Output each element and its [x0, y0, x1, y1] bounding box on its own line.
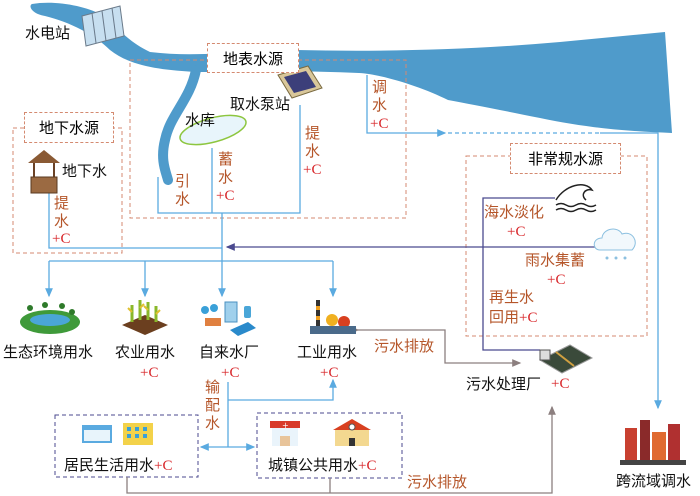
industry-carbon: +C	[320, 365, 339, 381]
rainwater-label: 雨水集蓄	[525, 251, 586, 269]
river-branch	[158, 65, 201, 185]
cross-basin-line	[600, 132, 662, 410]
hydropower-label: 水电站	[25, 24, 71, 42]
divert-label: 引水	[175, 172, 191, 208]
public-label-text: 城镇公共用水	[268, 456, 359, 474]
wetland-icon	[20, 302, 80, 334]
resident-label: 居民生活用水+C	[64, 458, 172, 474]
groundwater-label: 地下水	[62, 162, 108, 180]
rainwater-carbon: +C	[547, 272, 566, 288]
city-icon	[620, 420, 686, 465]
reservoir-label: 水库	[185, 111, 216, 129]
rain-cloud-icon	[593, 228, 636, 260]
sea-wave-icon	[555, 184, 597, 213]
sewage-plant-carbon: +C	[551, 376, 570, 392]
agri-water-label: 农业用水	[115, 343, 176, 361]
surface-source-box	[129, 59, 407, 219]
public-carbon: +C	[358, 458, 377, 474]
surface-source-title-text: 地表水源	[222, 49, 283, 68]
ground-lift-carbon: +C	[52, 231, 71, 247]
reuse-carbon: +C	[519, 310, 538, 326]
factory-icon	[310, 300, 356, 334]
domestic-sewage-line	[126, 405, 556, 494]
transfer-carbon: +C	[370, 116, 389, 132]
transfer-line	[366, 75, 447, 137]
reuse-label-text: 回用	[489, 308, 520, 326]
public-label: 城镇公共用水+C	[268, 458, 376, 474]
pipe-to-industry	[228, 378, 337, 401]
store-carbon: +C	[216, 188, 235, 204]
ground-source-title: 地下水源	[24, 112, 114, 143]
unconventional-source-title-text: 非常规水源	[527, 150, 603, 168]
store-label: 蓄水	[218, 150, 234, 186]
domestic-sewage-label: 污水排放	[407, 473, 468, 491]
water-plant-label: 自来水厂	[199, 343, 260, 361]
transfer-label: 调水	[372, 78, 388, 114]
water-plant-icon	[201, 301, 256, 336]
desalination-label: 海水淡化	[484, 203, 545, 221]
industry-sewage-line	[350, 326, 522, 367]
ground-lift-label: 提水	[54, 194, 70, 230]
cross-basin-label: 跨流域调水	[616, 472, 692, 490]
water-plant-carbon: +C	[221, 365, 240, 381]
reuse-label: 回用+C	[489, 310, 537, 326]
svg-text:+: +	[282, 421, 289, 430]
industry-water-label: 工业用水	[297, 343, 358, 361]
ground-source-box	[12, 127, 123, 254]
pump-station-icon	[277, 65, 323, 99]
sewage-plant-icon	[538, 344, 594, 374]
residential-building-icon	[82, 423, 153, 445]
resident-label-text: 居民生活用水	[64, 456, 155, 474]
desalination-carbon: +C	[507, 224, 526, 240]
reclaimed-label: 再生水	[489, 288, 535, 306]
industry-sewage-label: 污水排放	[374, 337, 435, 355]
reservoir-lake	[179, 114, 247, 146]
unconventional-source-box	[465, 155, 648, 337]
farmland-icon	[122, 300, 168, 335]
ground-lift-line	[48, 193, 222, 249]
lift-label: 提水	[305, 124, 321, 160]
hydropower-dam-icon	[81, 5, 125, 47]
eco-water-label: 生态环境用水	[3, 343, 94, 361]
hospital-icon: +	[270, 421, 300, 446]
sewage-plant-label: 污水处理厂	[466, 375, 542, 393]
school-icon	[333, 419, 371, 446]
surface-source-title: 地表水源	[207, 43, 299, 73]
lift-carbon: +C	[303, 162, 322, 178]
unconventional-source-title: 非常规水源	[510, 143, 621, 174]
river	[30, 2, 673, 133]
resident-carbon: +C	[154, 458, 173, 474]
agri-carbon: +C	[140, 365, 159, 381]
divert-line	[157, 105, 301, 214]
well-icon	[28, 150, 60, 194]
distribution-label: 输配水	[205, 378, 221, 432]
ground-source-title-text: 地下水源	[38, 119, 99, 137]
pump-station-label: 取水泵站	[230, 95, 291, 113]
